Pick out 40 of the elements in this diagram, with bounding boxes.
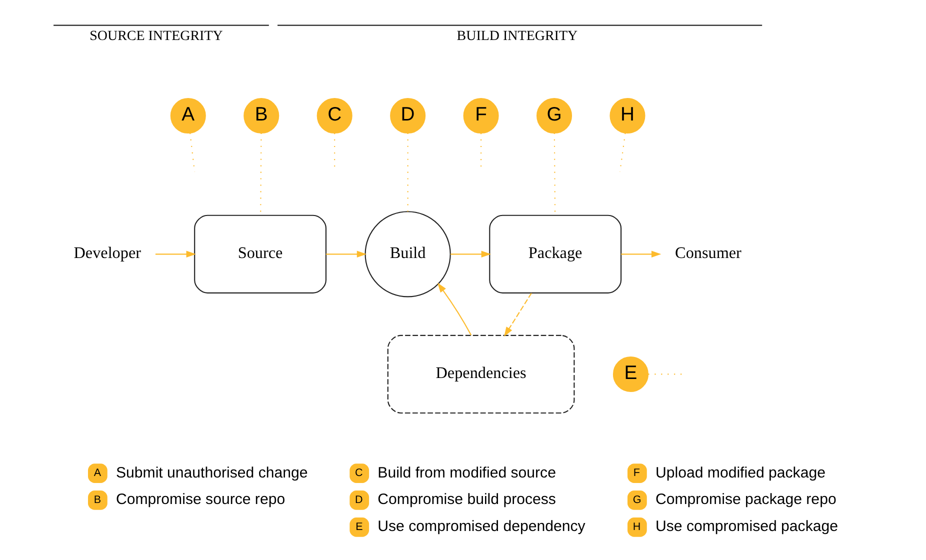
label: H xyxy=(632,520,641,533)
legend-label: Submit unauthorised change xyxy=(116,464,308,482)
label: B xyxy=(94,494,102,506)
node-text: Developer xyxy=(74,244,141,262)
legend-label: Compromise source repo xyxy=(116,491,286,508)
node-circle: C xyxy=(316,98,352,134)
label: E xyxy=(356,520,363,533)
legend-label: Upload modified package xyxy=(655,464,826,482)
node-circle: G xyxy=(536,98,572,134)
node-box: Package xyxy=(489,214,622,294)
node-circle: Build xyxy=(364,211,451,298)
arrow xyxy=(437,282,472,336)
label: A xyxy=(94,466,102,479)
arrow xyxy=(155,250,196,258)
node-circle: D xyxy=(390,98,426,134)
label: BUILD INTEGRITY xyxy=(456,28,578,44)
connector xyxy=(619,132,626,172)
node-circle: A xyxy=(170,98,206,134)
label: C xyxy=(355,466,363,479)
arrow xyxy=(326,250,367,258)
label: G xyxy=(632,494,642,506)
node-text: Consumer xyxy=(675,244,742,262)
legend-label: Compromise build process xyxy=(378,491,556,508)
connector xyxy=(190,132,196,172)
label: F xyxy=(633,466,640,479)
label: SOURCE INTEGRITY xyxy=(90,28,223,44)
node-circle: H xyxy=(610,98,646,134)
arrow xyxy=(504,292,532,337)
legend-label: Use compromised package xyxy=(655,518,838,536)
arrow xyxy=(450,250,491,258)
node-box: Source xyxy=(194,214,327,294)
node-circle: F xyxy=(463,98,499,134)
legend-label: Compromise package repo xyxy=(655,491,836,508)
node-circle: E xyxy=(612,356,648,392)
node-circle: B xyxy=(244,98,280,134)
legend-label: Use compromised dependency xyxy=(378,518,586,536)
node-box: Dependencies xyxy=(387,334,575,414)
legend-label: Build from modified source xyxy=(378,464,556,482)
arrow xyxy=(621,250,662,258)
label: D xyxy=(355,494,363,506)
